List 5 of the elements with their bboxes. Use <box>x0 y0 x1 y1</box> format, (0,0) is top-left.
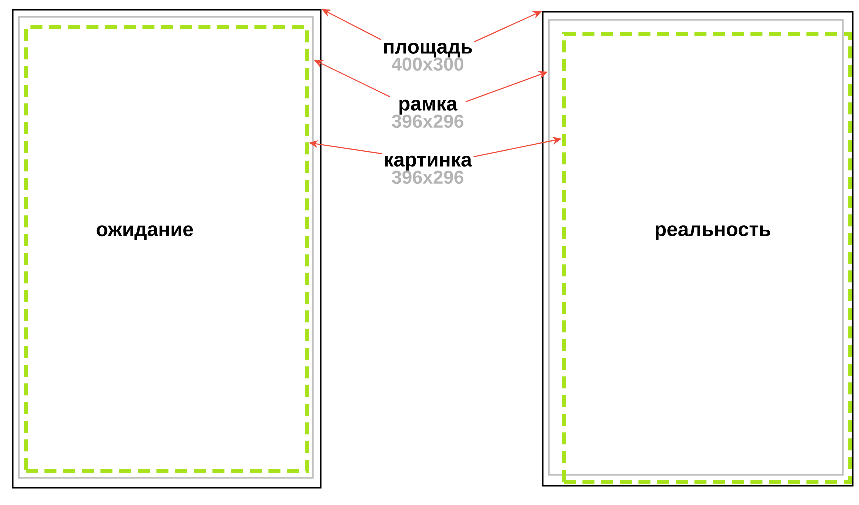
dashed-box: ожидание <box>24 25 309 473</box>
callout-label: картинка 396x296 <box>385 156 472 184</box>
callout-label: рамка 396x296 <box>392 100 464 128</box>
dashed-box: реальность <box>562 32 852 484</box>
callout-label: площадь 400x300 <box>384 43 472 71</box>
